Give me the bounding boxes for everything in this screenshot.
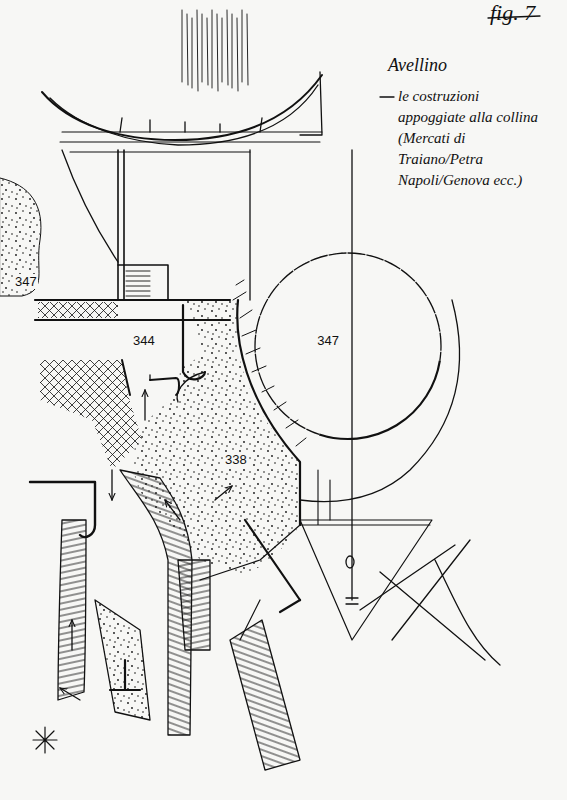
place-name: Avellino [388,55,447,76]
callout-number: 338 [224,452,248,467]
callout-number: 344 [132,333,156,348]
handwritten-note: le costruzioni appoggiate alla collina (… [398,86,543,191]
callout-number: 347 [14,274,38,289]
callout-number: 347 [316,333,340,348]
court-outline [252,250,444,442]
figure-number: fig. 7 [490,0,535,26]
circular-court: 347 [252,250,444,442]
